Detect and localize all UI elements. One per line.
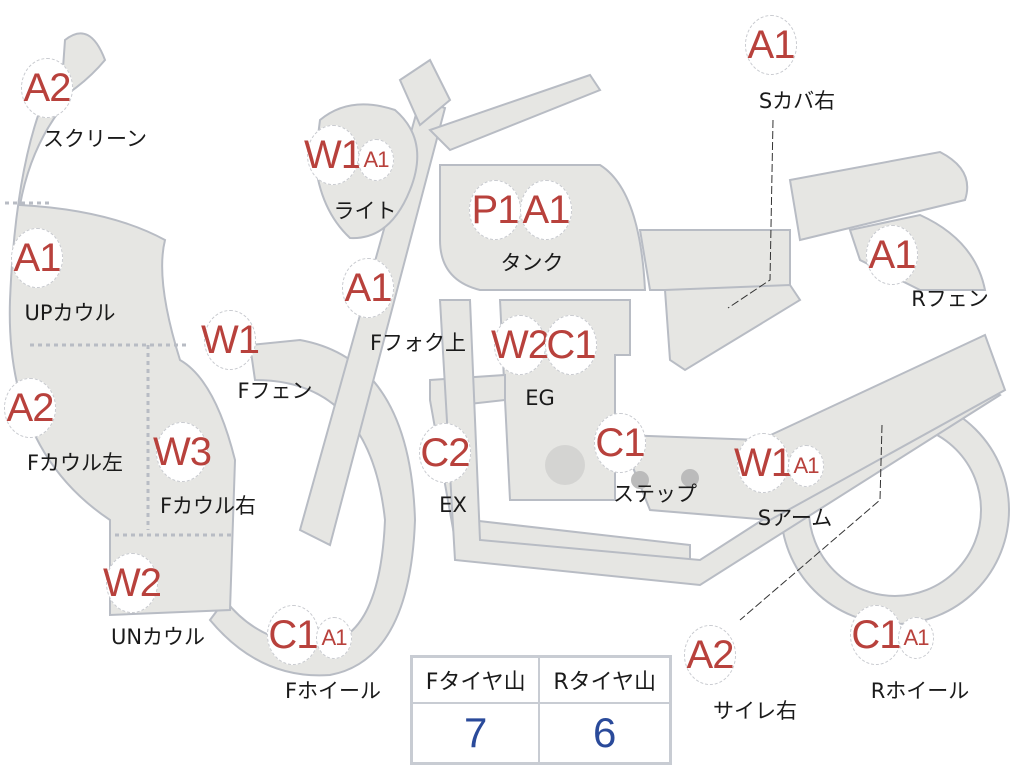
part-label: ライト [333, 199, 397, 223]
condition-code: A1 [866, 225, 918, 285]
part-label: UNカウル [110, 625, 206, 649]
condition-code: W1 [201, 310, 260, 370]
part-label: Rフェン [911, 287, 989, 311]
front-fork-shape [298, 98, 447, 547]
part-label: Fフェン [237, 379, 313, 403]
seat-shape [638, 229, 791, 291]
part-label: EG [525, 386, 555, 410]
frame-shape [428, 73, 602, 152]
part-label: EX [439, 493, 467, 517]
front-tire-header: Fタイヤ山 [410, 655, 541, 704]
condition-code: C1 [850, 605, 902, 665]
condition-code: A1 [11, 228, 63, 288]
condition-code: A2 [4, 378, 56, 438]
condition-code: P1 [469, 180, 521, 240]
rear-tire-value: 6 [538, 702, 672, 765]
part-label: タンク [500, 251, 564, 275]
part-label: Sアーム [757, 506, 833, 530]
condition-code: W2 [491, 315, 550, 375]
condition-code: A2 [684, 625, 736, 685]
part-label: Fホイール [284, 679, 382, 703]
condition-code: A1 [898, 617, 934, 659]
part-label: Fフォク上 [369, 331, 467, 355]
tire-tread-table: Fタイヤ山 Rタイヤ山 7 6 [410, 655, 672, 765]
rear-tire-header: Rタイヤ山 [538, 655, 672, 704]
part-label: UPカウル [24, 301, 116, 325]
part-label: Fカウル左 [26, 451, 124, 475]
condition-code: W2 [103, 553, 162, 613]
condition-code: C1 [594, 413, 646, 473]
condition-code: A1 [788, 445, 824, 487]
condition-code: A1 [342, 258, 394, 318]
condition-code: A2 [21, 58, 73, 118]
side-cover-shape [663, 283, 802, 372]
condition-code: A1 [745, 15, 797, 75]
condition-code: A1 [358, 139, 394, 181]
part-label: Rホイール [870, 679, 970, 703]
part-label: ステップ [613, 482, 697, 506]
condition-code: C1 [545, 315, 597, 375]
condition-code: C1 [267, 605, 319, 665]
condition-code: A1 [520, 180, 572, 240]
part-label: スクリーン [43, 127, 147, 151]
condition-code: W3 [153, 422, 212, 482]
part-label: サイレ右 [713, 699, 797, 723]
condition-code: W1 [304, 125, 363, 185]
condition-code: C2 [419, 423, 471, 483]
condition-code: W1 [734, 433, 793, 493]
part-label: Sカバ右 [758, 89, 836, 113]
part-label: Fカウル右 [159, 494, 257, 518]
front-tire-value: 7 [410, 702, 541, 765]
condition-code: A1 [316, 617, 352, 659]
